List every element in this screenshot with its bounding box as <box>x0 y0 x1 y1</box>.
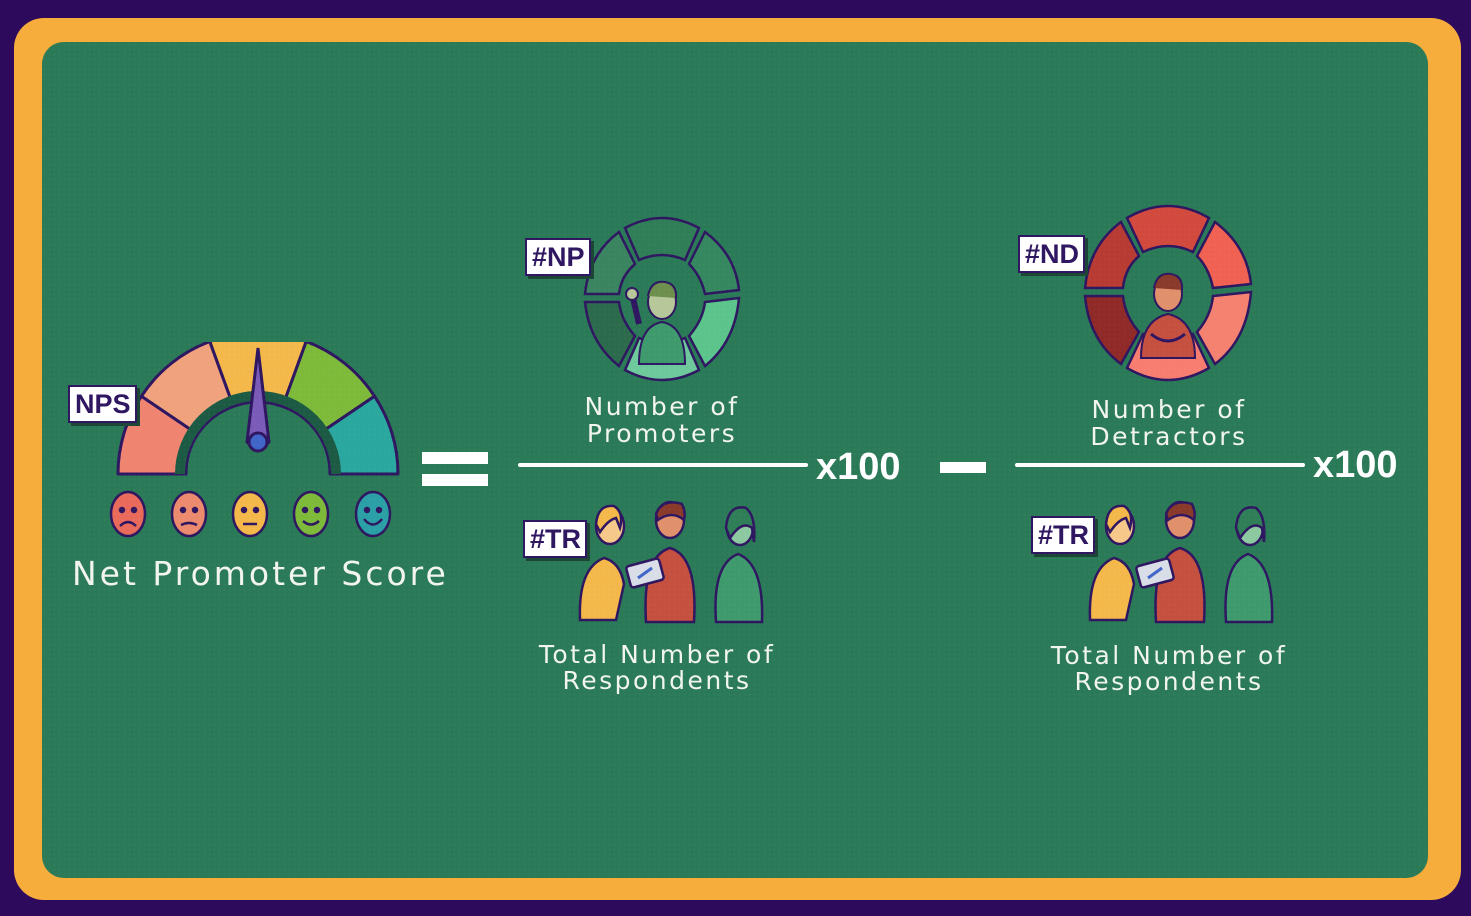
respondents-right-label-line1: Total Number of <box>1050 641 1288 670</box>
tablet-icon <box>625 557 665 589</box>
respondents-group-right <box>1088 500 1274 624</box>
satisfaction-faces <box>109 490 392 538</box>
promoter-person-icon <box>625 280 687 365</box>
respondents-left-label-line2: Respondents <box>562 666 752 695</box>
detractors-fraction-line <box>1015 463 1305 467</box>
nps-title: Net Promoter Score <box>72 554 449 593</box>
promoters-label-line1: Number of <box>584 392 740 421</box>
nps-tag: NPS <box>68 385 137 423</box>
very-happy-face-icon <box>354 490 392 538</box>
minus-icon <box>940 462 986 473</box>
detractors-label-line2: Detractors <box>1090 422 1248 451</box>
respondent-yellow-person-icon <box>578 504 626 622</box>
detractors-wheel <box>1083 204 1253 382</box>
respondents-left-label-line1: Total Number of <box>538 640 776 669</box>
multiplier-left: x100 <box>816 446 901 488</box>
promoters-fraction-line <box>518 463 808 467</box>
very-sad-face-icon <box>109 490 147 538</box>
nps-gauge <box>116 342 400 476</box>
respondent-green-person-icon <box>714 506 764 624</box>
respondent-yellow-person-icon <box>1088 504 1136 622</box>
respondents-left-tag: #TR <box>523 520 588 558</box>
detractors-tag: #ND <box>1018 235 1086 273</box>
promoters-tag: #NP <box>525 238 591 276</box>
tablet-icon <box>1135 557 1175 589</box>
promoters-wheel <box>583 216 741 382</box>
promoters-label-line2: Promoters <box>586 419 738 448</box>
multiplier-right: x100 <box>1313 444 1398 486</box>
sad-face-icon <box>170 490 208 538</box>
respondents-right-tag: #TR <box>1031 516 1096 554</box>
detractor-person-icon <box>1139 272 1197 359</box>
respondent-green-person-icon <box>1224 506 1274 624</box>
chalkboard: NPS <box>42 42 1428 878</box>
detractors-label-line1: Number of <box>1091 395 1247 424</box>
respondents-group-left <box>578 500 764 624</box>
respondents-right-label-line2: Respondents <box>1074 667 1264 696</box>
happy-face-icon <box>292 490 330 538</box>
equals-icon <box>422 452 488 486</box>
neutral-face-icon <box>231 490 269 538</box>
